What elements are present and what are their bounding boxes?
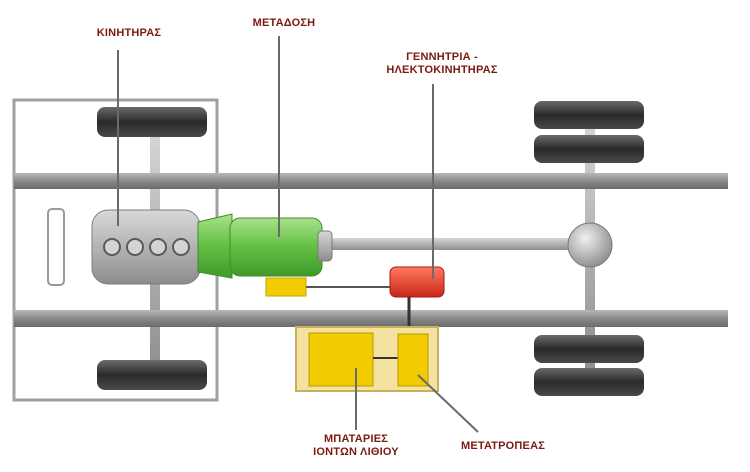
generator-motor-label: ΓΕΝΝΗΤΡΙΑ - ΗΛΕΚΤΟΚΙΝΗΤΗΡΑΣ [372,51,512,77]
front-tire-top [97,107,207,137]
inverter-label: ΜΕΤΑΤΡΟΠΕΑΣ [460,440,546,452]
inverter [397,333,429,387]
rear-tire-bottom-2 [534,368,644,396]
batteries-label: ΜΠΑΤΑΡΙΕΣ ΙΟΝΤΩΝ ΛΙΘΙΟΥ [306,433,406,459]
yellow-coupler [265,277,307,297]
engine-label: ΚΙΝΗΤΗΡΑΣ [96,27,162,39]
cab-step [47,208,65,286]
transmission-label: ΜΕΤΑΔΟΣΗ [252,17,316,29]
generator-label-line-1: ΓΕΝΝΗΤΡΙΑ - [406,51,478,63]
transmission-bell [197,213,233,279]
frame-rail-bottom [14,310,728,327]
generator-label-line-2: ΗΛΕΚΤΟΚΙΝΗΤΗΡΑΣ [386,64,498,76]
batteries-label-line-1: ΜΠΑΤΑΡΙΕΣ [323,433,389,445]
drive-shaft [332,238,577,250]
generator-motor [389,266,445,298]
rear-tire-top-1 [534,101,644,129]
rear-tire-top-2 [534,135,644,163]
transmission-output [317,230,333,262]
rear-differential [567,222,613,268]
transmission-body [229,217,323,277]
rear-tire-bottom-1 [534,335,644,363]
batteries-label-line-2: ΙΟΝΤΩΝ ΛΙΘΙΟΥ [313,446,399,458]
front-tire-bottom [97,360,207,390]
engine-cylinders [103,238,190,256]
frame-rail-top [14,173,728,189]
inverter-leader-line [417,374,479,433]
lithium-ion-batteries [308,332,374,387]
